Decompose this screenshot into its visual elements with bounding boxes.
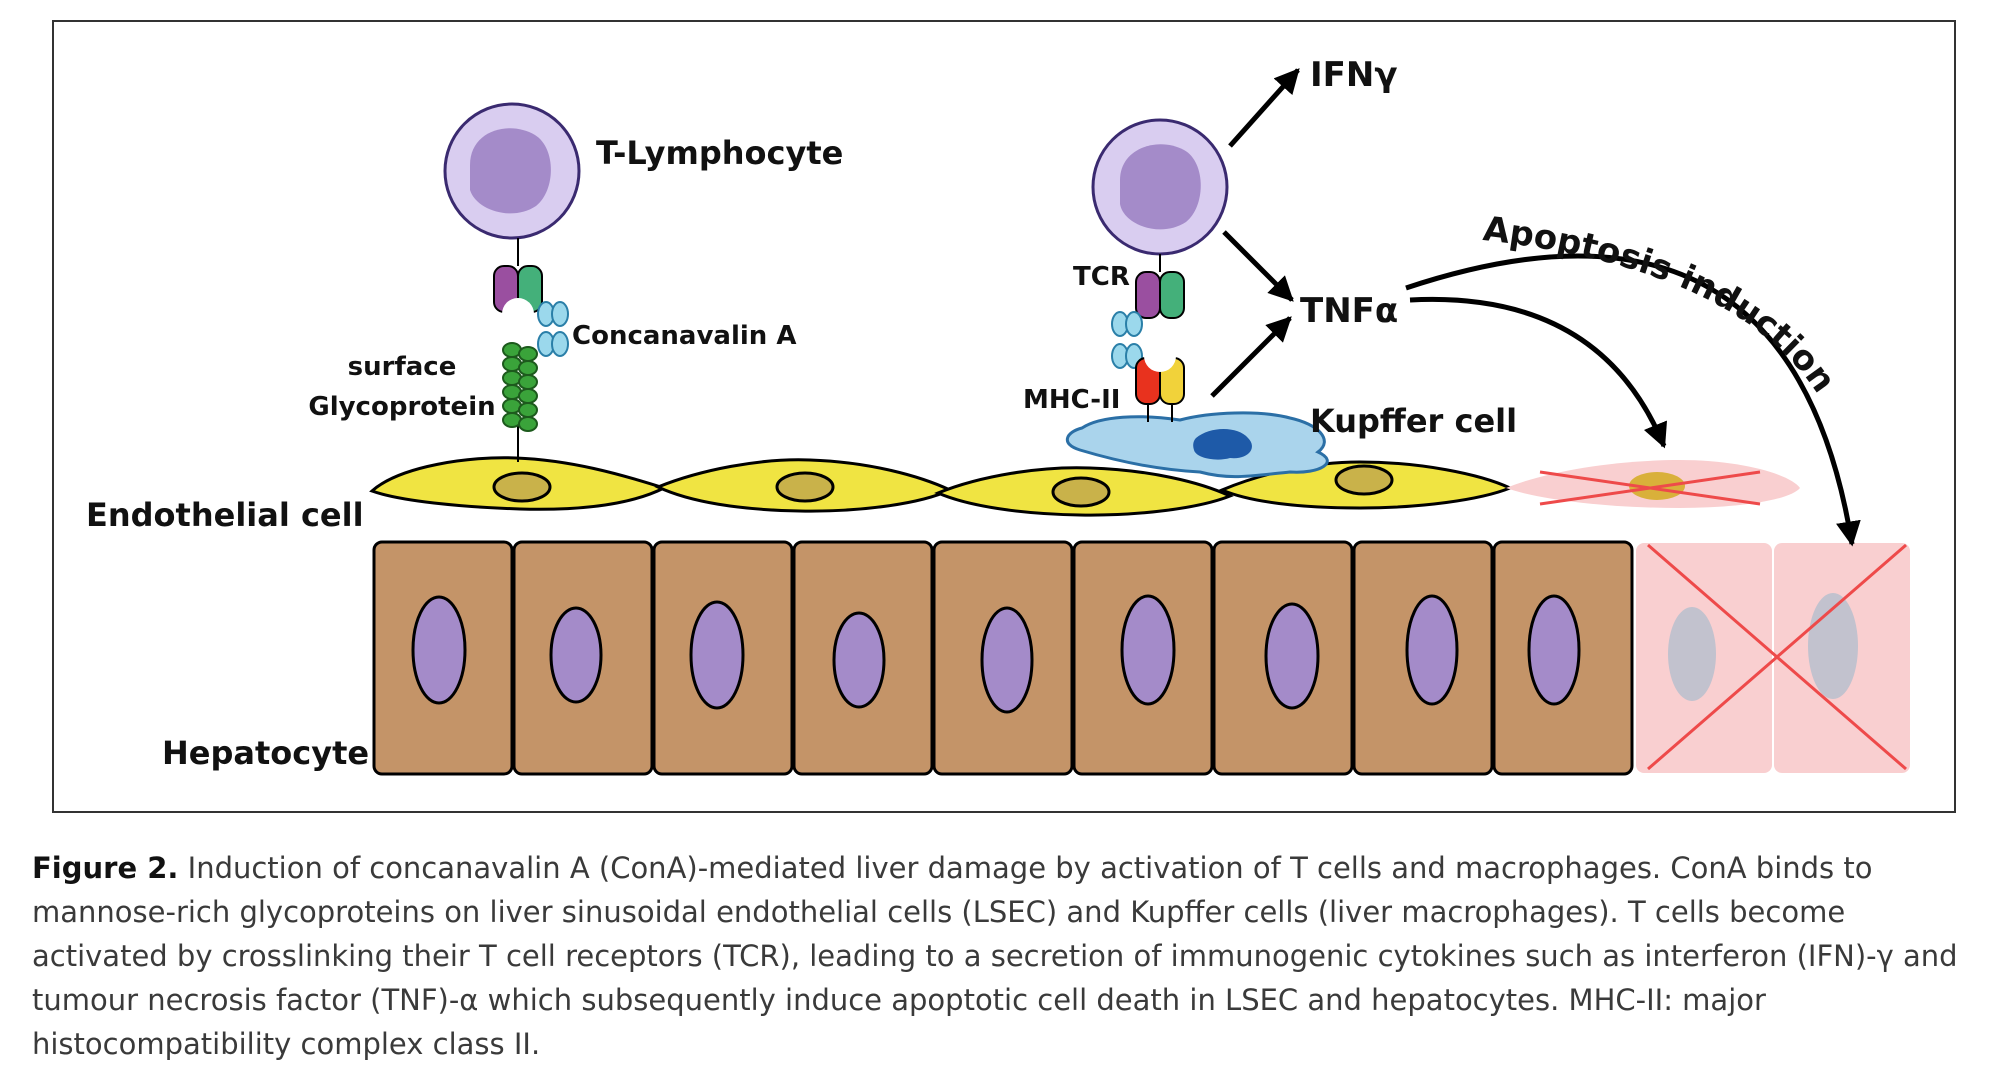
- hepatocyte-cell: [372, 540, 514, 776]
- hepatocyte-cell: [652, 540, 794, 776]
- kupffer-cell: [1066, 411, 1329, 479]
- arrow-tnf-to-endothelial: [1409, 296, 1668, 449]
- hepatocyte-cell: [1352, 540, 1494, 776]
- caption-text: Induction of concanavalin A (ConA)-media…: [32, 851, 1958, 1061]
- label-kupffer-cell: Kupffer cell: [1310, 402, 1517, 440]
- label-endothelial-cell: Endothelial cell: [86, 496, 364, 534]
- mhc-ii-receptor: [1135, 340, 1185, 422]
- glycoprotein-left: [502, 342, 538, 462]
- hepatocyte-cell: [932, 540, 1074, 776]
- label-hepatocyte: Hepatocyte: [162, 734, 369, 772]
- label-concanavalin-a: Concanavalin A: [572, 321, 796, 351]
- apoptotic-endothelial-cell: [1506, 460, 1800, 508]
- label-t-lymphocyte: T-Lymphocyte: [596, 134, 843, 172]
- hepatocyte-cell: [792, 540, 934, 776]
- tcr-beta-chain: [1159, 271, 1185, 319]
- label-tnf-alpha: TNFα: [1300, 291, 1398, 331]
- hepatocyte-cell: [1212, 540, 1354, 776]
- arrow-to-tnf-alpha-top: [1222, 230, 1294, 302]
- hepatocyte-cell: [512, 540, 654, 776]
- t-lymphocyte-left: [443, 102, 581, 330]
- arrow-tnf-to-hepatocyte: [1405, 253, 1861, 547]
- label-tcr: TCR: [1073, 262, 1130, 292]
- arrow-to-tnf-alpha-bottom: [1210, 316, 1292, 398]
- hepatocyte-cell: [1072, 540, 1214, 776]
- apoptotic-hepatocyte: [1636, 543, 1910, 773]
- hepatocyte-cell: [1492, 540, 1634, 776]
- arrow-to-ifn-gamma: [1228, 68, 1300, 148]
- label-glycoprotein: Glycoprotein: [308, 392, 495, 422]
- cona-liver-damage-diagram: T-Lymphocyte Concanavalin A surface Glyc…: [52, 20, 1956, 813]
- label-surface: surface: [348, 352, 457, 382]
- endothelial-cell: [934, 466, 1234, 517]
- label-ifn-gamma: IFNγ: [1310, 55, 1398, 95]
- figure-label: Figure 2.: [32, 851, 179, 885]
- figure-caption: Figure 2. Induction of concanavalin A (C…: [32, 846, 1982, 1066]
- label-mhc-ii: MHC-II: [1023, 385, 1120, 415]
- concanavalin-a-left: [537, 301, 569, 357]
- tcr-alpha-chain: [1135, 271, 1161, 319]
- hepatocyte-row: [372, 540, 1910, 776]
